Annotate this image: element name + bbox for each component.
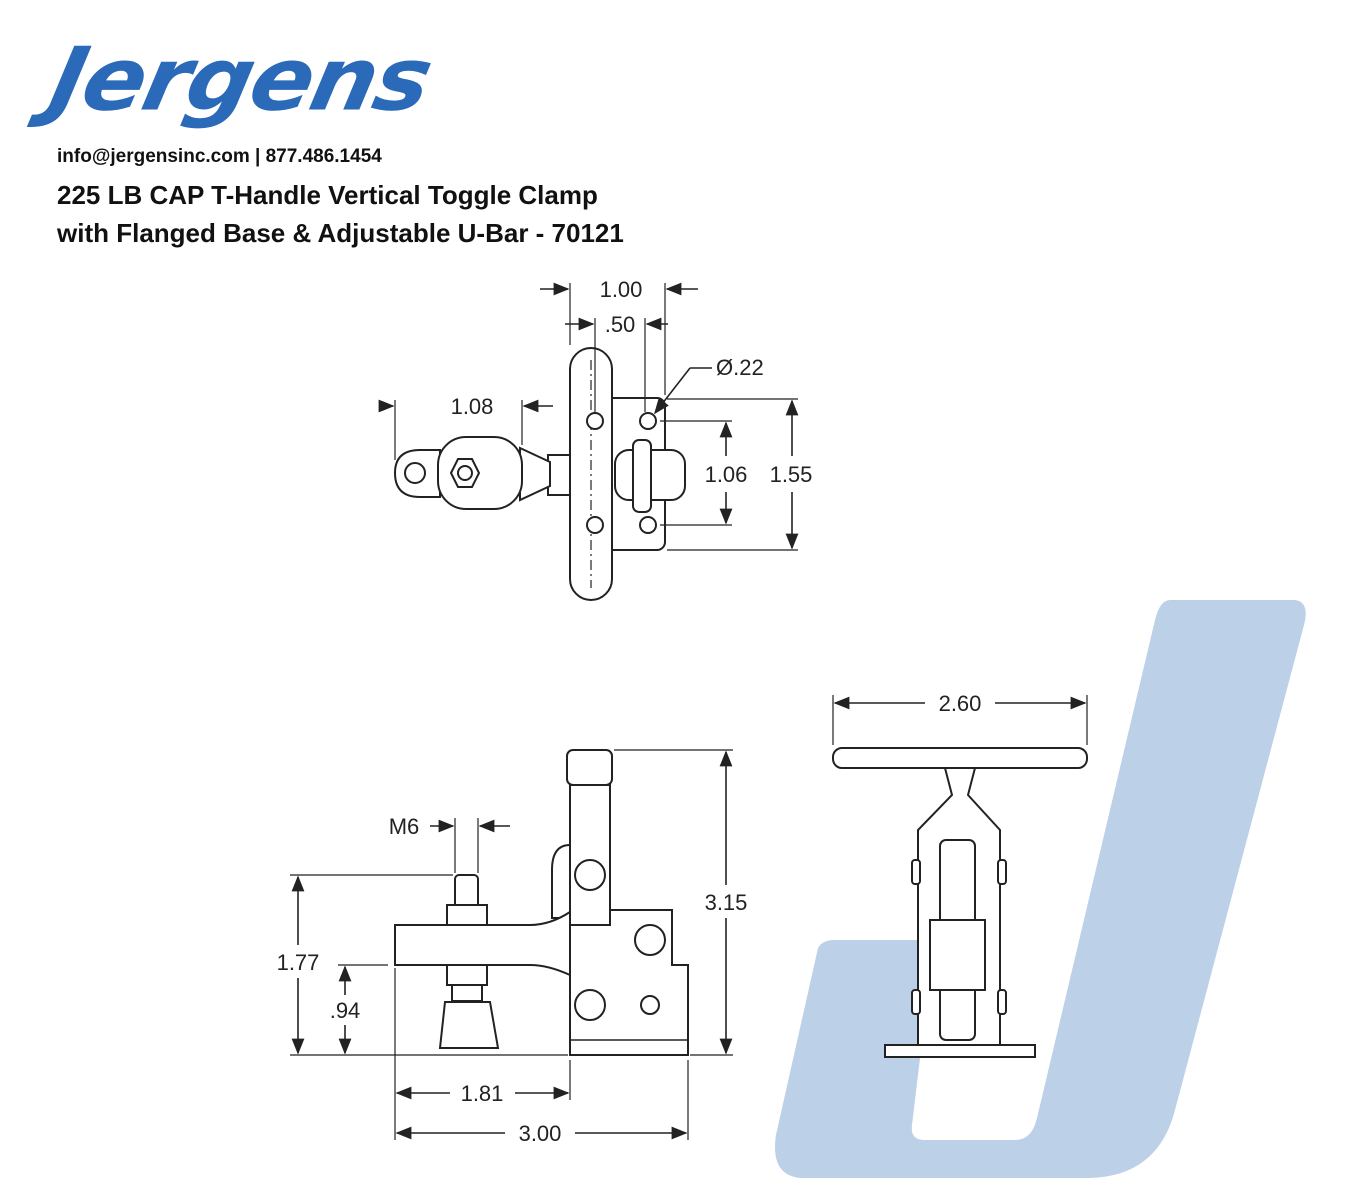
title-line-2: with Flanged Base & Adjustable U-Bar - 7…	[57, 218, 624, 248]
dim-overall-height: 3.15	[705, 890, 748, 915]
dim-arm-height: .94	[330, 998, 361, 1023]
dim-base-height: 1.55	[770, 462, 813, 487]
dim-hole-spacing-x: .50	[605, 312, 636, 337]
dim-spindle-reach: 1.81	[461, 1081, 504, 1106]
dim-thread: M6	[389, 814, 420, 839]
product-title: 225 LB CAP T-Handle Vertical Toggle Clam…	[57, 176, 624, 252]
top-view: 1.00 .50 Ø.22 1.08 1.06 1.55	[378, 277, 813, 601]
watermark-j	[775, 600, 1306, 1178]
dim-handle-width: 2.60	[939, 691, 982, 716]
dim-overall-length: 3.00	[519, 1121, 562, 1146]
dim-spindle-height: 1.77	[277, 950, 320, 975]
side-view: 2.60	[832, 691, 1088, 1058]
dim-hole-diameter: Ø.22	[716, 355, 764, 380]
dim-hole-spacing-y: 1.06	[705, 462, 748, 487]
dim-arm-reach: 1.08	[451, 394, 494, 419]
contact-info: info@jergensinc.com | 877.486.1454	[57, 146, 382, 167]
front-view: M6 3.15 1.77 .94 1.81 3.00	[277, 749, 748, 1146]
dim-top-width: 1.00	[600, 277, 643, 302]
title-line-1: 225 LB CAP T-Handle Vertical Toggle Clam…	[57, 180, 598, 210]
